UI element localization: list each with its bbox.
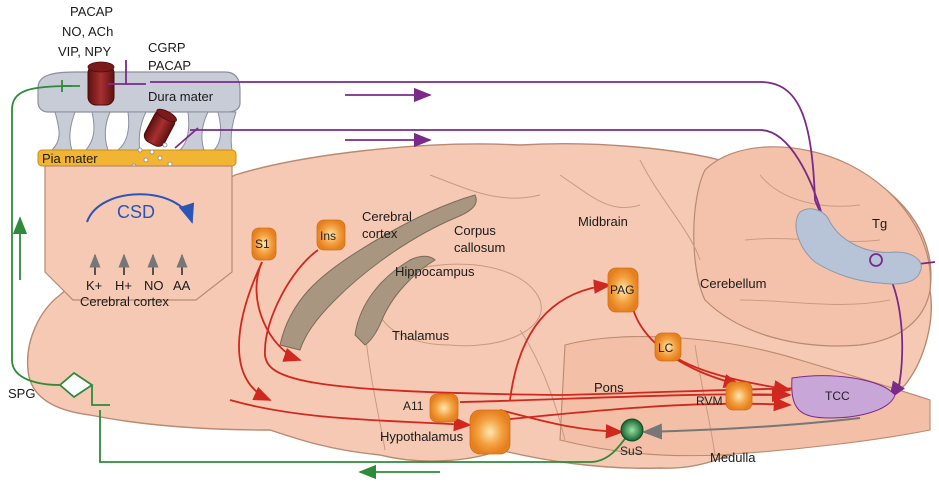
label-hypothalamus: Hypothalamus bbox=[380, 429, 464, 444]
label-ins: Ins bbox=[320, 229, 336, 243]
label-midbrain: Midbrain bbox=[578, 214, 628, 229]
ion-aa-label: AA bbox=[173, 278, 191, 293]
label-sus: SuS bbox=[620, 444, 643, 458]
label-cerebral-cortex-box: Cerebral cortex bbox=[80, 294, 169, 309]
label-hippocampus: Hippocampus bbox=[395, 264, 475, 279]
green-transmitter-labels: PACAP NO, ACh VIP, NPY bbox=[58, 4, 113, 59]
trigeminal-flow-arrows bbox=[345, 95, 430, 140]
pial-vessel bbox=[142, 107, 178, 149]
label-s1: S1 bbox=[255, 237, 270, 251]
label-pia-mater: Pia mater bbox=[42, 151, 98, 166]
arachnoid-trabeculae bbox=[52, 112, 236, 150]
label-no-ach: NO, ACh bbox=[62, 24, 113, 39]
ion-no-label: NO bbox=[144, 278, 164, 293]
purple-transmitter-labels: CGRP PACAP bbox=[148, 40, 191, 73]
ion-h-label: H+ bbox=[115, 278, 132, 293]
label-pag: PAG bbox=[610, 283, 634, 297]
ion-k-label: K+ bbox=[86, 278, 102, 293]
label-tcc: TCC bbox=[825, 389, 850, 403]
label-rvm: RVM bbox=[696, 394, 722, 408]
nucleus-sus bbox=[621, 419, 643, 441]
label-csd: CSD bbox=[117, 202, 155, 222]
label-pacap-green: PACAP bbox=[70, 4, 113, 19]
label-lc: LC bbox=[658, 341, 674, 355]
label-tg: Tg bbox=[872, 216, 887, 231]
nucleus-rvm bbox=[726, 382, 752, 410]
label-cerebellum: Cerebellum bbox=[700, 276, 766, 291]
label-medulla: Medulla bbox=[710, 450, 756, 465]
label-cgrp: CGRP bbox=[148, 40, 186, 55]
label-a11: A11 bbox=[403, 399, 424, 413]
nucleus-a11 bbox=[430, 394, 458, 422]
cerebral-cortex-box bbox=[45, 166, 232, 300]
label-vip-npy: VIP, NPY bbox=[58, 44, 112, 59]
label-thalamus: Thalamus bbox=[392, 328, 450, 343]
label-pacap-purple: PACAP bbox=[148, 58, 191, 73]
nucleus-hypothalamus bbox=[470, 410, 510, 454]
label-dura-mater: Dura mater bbox=[148, 89, 214, 104]
label-spg: SPG bbox=[8, 386, 35, 401]
label-pons: Pons bbox=[594, 380, 624, 395]
